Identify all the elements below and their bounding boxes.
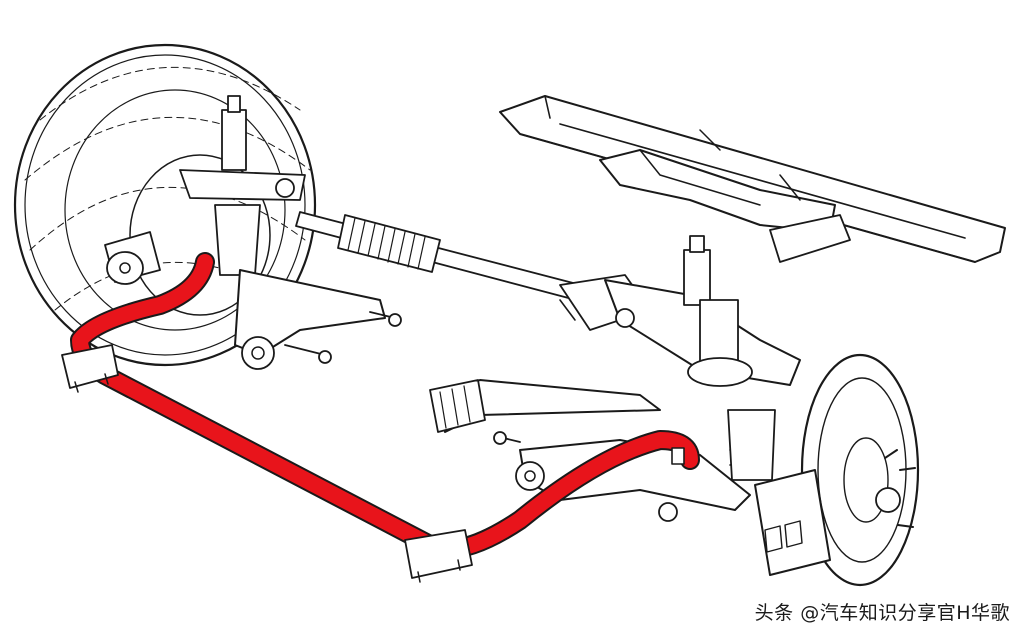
right-brake-caliper xyxy=(754,469,831,576)
steering-rack xyxy=(295,211,601,306)
anti-roll-bar-bracket-left xyxy=(61,344,119,393)
right-lower-control-arm xyxy=(429,379,751,522)
left-bushing xyxy=(104,231,161,285)
left-lower-control-arm xyxy=(234,269,402,370)
anti-roll-bar-bracket-right xyxy=(404,529,473,583)
anti-roll-bar-end-link xyxy=(671,447,685,465)
watermark: 头条 @汽车知识分享官H华歌 xyxy=(754,602,1010,624)
left-strut xyxy=(179,95,306,276)
subframe xyxy=(499,95,1006,263)
right-brake-disc xyxy=(800,353,920,587)
right-strut xyxy=(683,235,753,387)
right-coil-spring xyxy=(727,409,776,481)
